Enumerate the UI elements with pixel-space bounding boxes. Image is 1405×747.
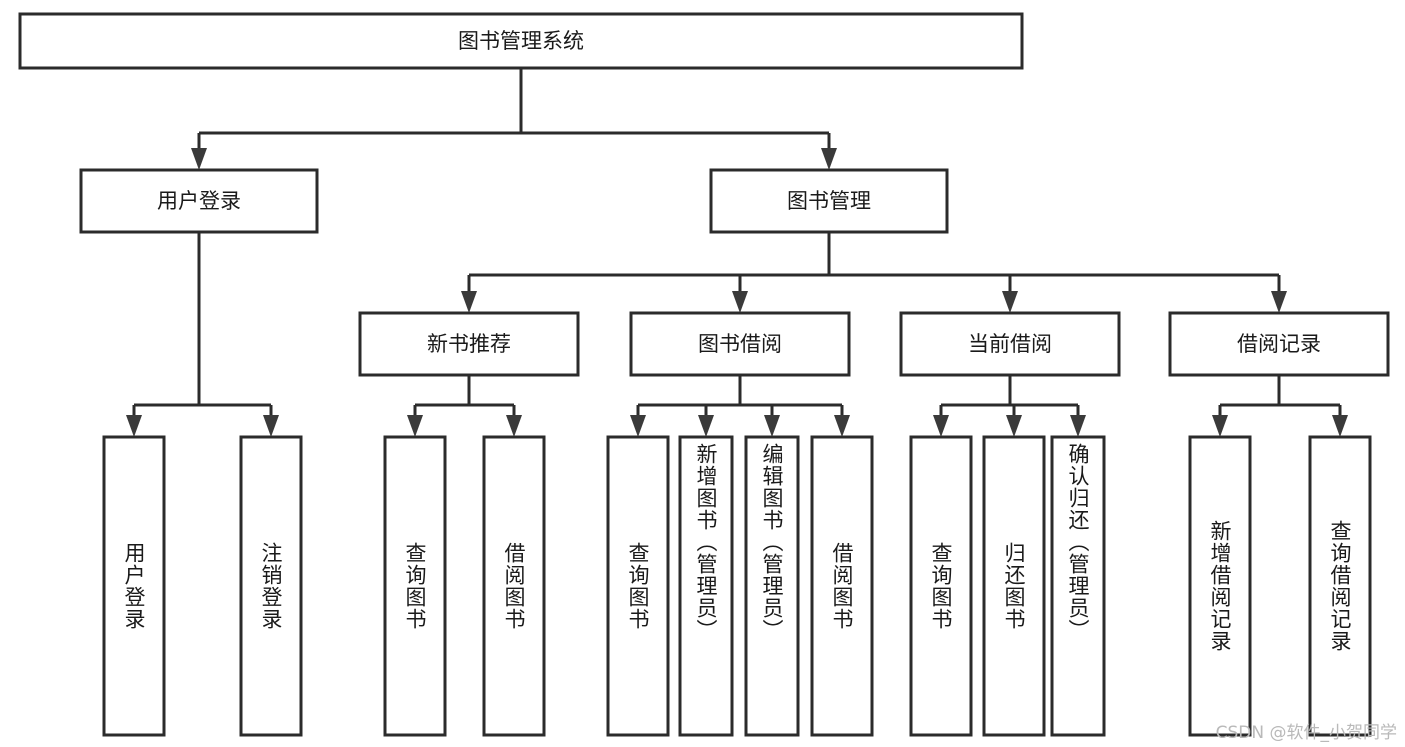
node-leaf-query-books-1-box[interactable] [383, 435, 447, 737]
arrow-cb-to-leaf3 [1070, 415, 1086, 437]
arrow-cb-to-leaf2 [1006, 415, 1022, 437]
node-new-book-recommend-box[interactable] [358, 311, 580, 377]
arrow-nb-to-leaf2 [506, 415, 522, 437]
node-leaf-borrow-books-2-box[interactable] [810, 435, 874, 737]
node-leaf-user-login-box[interactable] [102, 435, 166, 737]
node-leaf-add-book-admin-box[interactable] [678, 435, 734, 737]
node-user-login-label: 用户登录 [157, 189, 241, 213]
node-new-book-recommend-label: 新书推荐 [427, 332, 511, 356]
node-leaf-borrow-books-1-box[interactable] [482, 435, 546, 737]
node-leaf-logout-login-box[interactable] [239, 435, 303, 737]
connector-layer [126, 68, 1348, 437]
arrow-bb-to-leaf2 [698, 415, 714, 437]
arrow-bm-to-borrow-record [1271, 291, 1287, 313]
node-layer: 图书管理系统 用户登录 图书管理 新书推荐 图书借阅 当前借阅 借阅记录 [18, 12, 1390, 737]
node-current-borrow-box[interactable] [899, 311, 1121, 377]
arrow-bm-to-book-borrow [732, 291, 748, 313]
arrow-bb-to-leaf4 [834, 415, 850, 437]
node-user-login-box[interactable] [79, 168, 319, 234]
node-book-borrow-label: 图书借阅 [698, 332, 782, 356]
arrow-bm-to-new-book [461, 291, 477, 313]
node-leaf-query-books-3-box[interactable] [909, 435, 973, 737]
csdn-watermark: CSDN @软件_小贺同学 [1215, 723, 1397, 743]
arrow-cb-to-leaf1 [933, 415, 949, 437]
node-book-management-label: 图书管理 [787, 189, 871, 213]
node-leaf-confirm-return-admin-box[interactable] [1050, 435, 1106, 737]
node-leaf-edit-book-admin-box[interactable] [744, 435, 800, 737]
node-borrow-record-label: 借阅记录 [1237, 332, 1321, 356]
node-borrow-record-box[interactable] [1168, 311, 1390, 377]
node-leaf-query-borrow-record-box[interactable] [1308, 435, 1372, 737]
arrow-bb-to-leaf3 [764, 415, 780, 437]
arrow-bb-to-leaf1 [630, 415, 646, 437]
node-leaf-return-books-box[interactable] [982, 435, 1046, 737]
node-leaf-query-books-2-box[interactable] [606, 435, 670, 737]
arrow-ul-to-leaf2 [263, 415, 279, 437]
arrow-nb-to-leaf1 [407, 415, 423, 437]
node-book-borrow-box[interactable] [629, 311, 851, 377]
node-leaf-add-borrow-record-box[interactable] [1188, 435, 1252, 737]
arrow-root-to-book-management [821, 148, 837, 170]
arrow-br-to-leaf2 [1332, 415, 1348, 437]
node-current-borrow-label: 当前借阅 [968, 332, 1052, 356]
arrow-br-to-leaf1 [1212, 415, 1228, 437]
arrow-ul-to-leaf1 [126, 415, 142, 437]
node-root-box[interactable] [18, 12, 1024, 70]
node-root-label: 图书管理系统 [458, 29, 584, 53]
node-book-management-box[interactable] [709, 168, 949, 234]
arrow-root-to-user-login [191, 148, 207, 170]
arrow-bm-to-current-borrow [1002, 291, 1018, 313]
